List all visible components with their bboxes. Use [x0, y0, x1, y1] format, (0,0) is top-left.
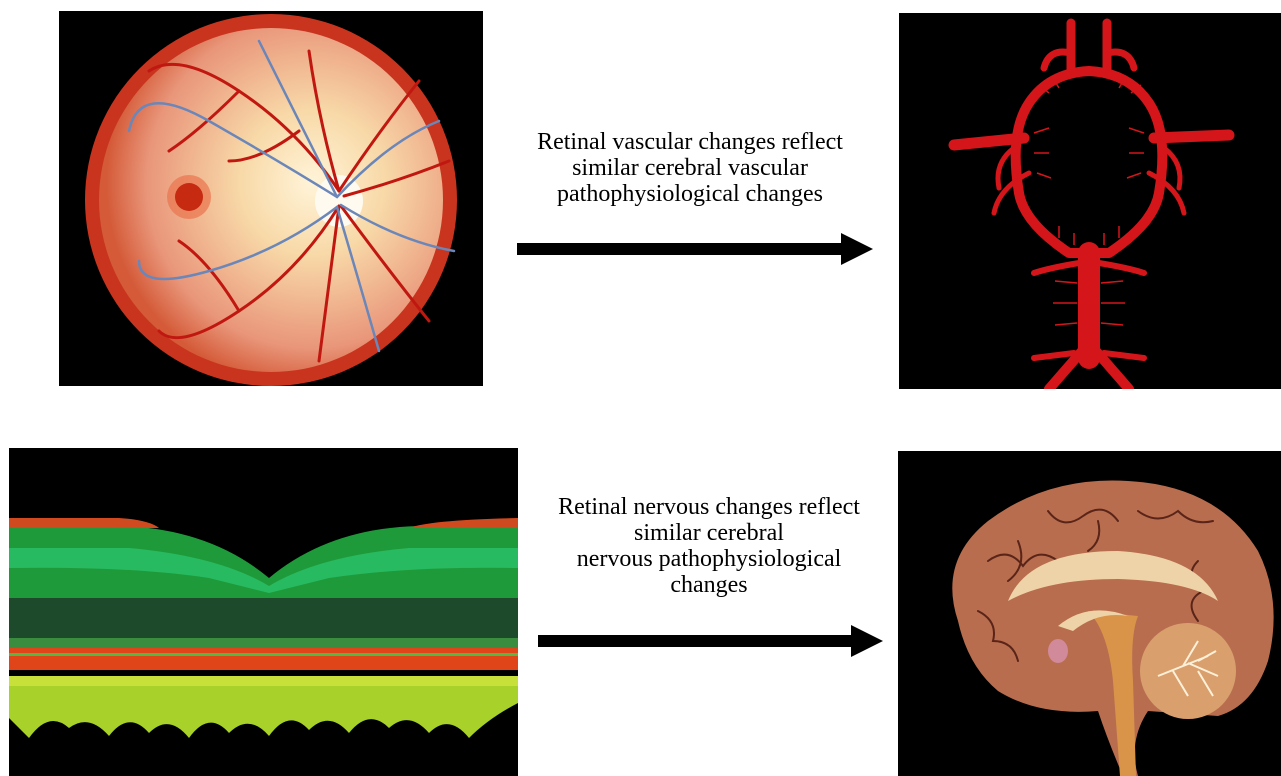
vascular-caption: Retinal vascular changes reflect similar… — [500, 129, 880, 207]
right-arrow-icon — [538, 625, 883, 657]
cerebral-arteries-image — [899, 13, 1281, 389]
brain-sagittal-image — [898, 451, 1281, 776]
retinal-fundus-image — [59, 11, 483, 386]
retinal-oct-image — [9, 448, 518, 776]
nervous-caption: Retinal nervous changes reflect similar … — [514, 494, 904, 598]
right-arrow-icon — [517, 233, 873, 265]
